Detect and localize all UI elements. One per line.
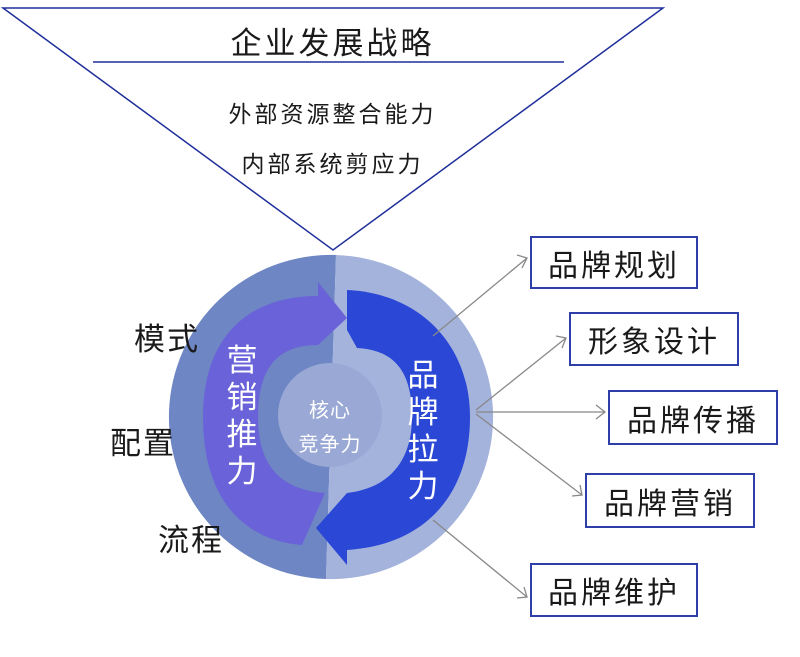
output-box-spread: 品牌传播 xyxy=(608,390,778,445)
output-image-label: 形象设计 xyxy=(588,325,720,360)
strategy-line-external: 外部资源整合能力 xyxy=(228,102,437,128)
pull-label: 品牌拉力 xyxy=(403,358,443,506)
push-label: 营销推力 xyxy=(222,343,262,491)
connector-spread-head xyxy=(595,404,607,420)
left-cycle-arrow xyxy=(203,282,347,545)
pull-label-text: 品牌拉力 xyxy=(407,358,439,505)
right-cycle-arrow xyxy=(316,290,470,565)
output-box-plan: 品牌规划 xyxy=(530,236,698,289)
core-label-line1: 核心 xyxy=(309,398,351,422)
output-box-image: 形象设计 xyxy=(569,312,739,366)
output-maintain-label: 品牌维护 xyxy=(548,576,680,611)
output-box-marketing: 品牌营销 xyxy=(585,473,755,528)
strategy-title: 企业发展战略 xyxy=(230,26,435,62)
label-config: 配置 xyxy=(110,426,176,462)
output-spread-label: 品牌传播 xyxy=(627,403,759,439)
connector-maintain-head xyxy=(516,586,528,599)
core-circle xyxy=(278,363,382,467)
connector-plan-head xyxy=(516,254,528,269)
label-process: 流程 xyxy=(158,523,224,559)
label-mode: 模式 xyxy=(134,322,200,358)
output-marketing-label: 品牌营销 xyxy=(604,486,736,522)
connector-image xyxy=(475,337,567,411)
core-label: 核心 竞争力 xyxy=(275,393,385,461)
push-label-text: 营销推力 xyxy=(226,343,258,490)
connector-plan xyxy=(432,257,528,337)
strategy-funnel xyxy=(0,7,666,251)
core-label-line2: 竞争力 xyxy=(298,432,362,456)
connector-image-head xyxy=(555,335,567,349)
output-box-maintain: 品牌维护 xyxy=(530,563,698,617)
connector-marketing-head xyxy=(571,484,583,497)
connector-maintain xyxy=(432,519,528,598)
strategy-line-internal: 内部系统剪应力 xyxy=(241,152,424,178)
connector-marketing xyxy=(475,413,583,496)
output-plan-label: 品牌规划 xyxy=(548,248,680,284)
